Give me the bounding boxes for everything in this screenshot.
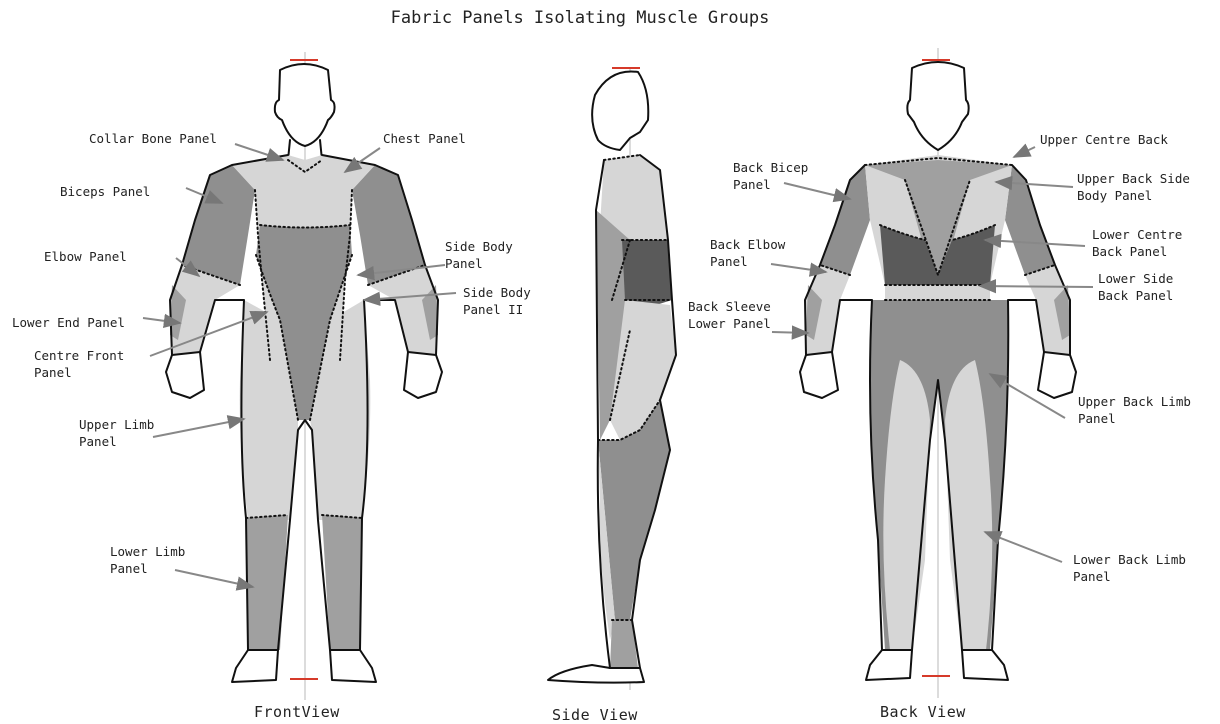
label-lower-end-panel: Lower End Panel <box>12 314 125 331</box>
label-side-body-panel: Side Body Panel <box>445 238 513 272</box>
label-back-bicep-panel: Back Bicep Panel <box>733 159 808 193</box>
label-chest-panel: Chest Panel <box>383 130 466 147</box>
label-lower-side-back-panel: Lower Side Back Panel <box>1098 270 1173 304</box>
back-view-figure <box>800 48 1076 698</box>
label-lower-back-limb-panel: Lower Back Limb Panel <box>1073 551 1186 585</box>
label-upper-back-limb-panel: Upper Back Limb Panel <box>1078 393 1191 427</box>
label-upper-centre-back: Upper Centre Back <box>1040 131 1168 148</box>
label-upper-limb-panel: Upper Limb Panel <box>79 416 154 450</box>
label-collar-bone-panel: Collar Bone Panel <box>89 130 217 147</box>
front-view-figure <box>166 52 442 700</box>
caption-side-view: Side View <box>552 706 638 724</box>
caption-front-view: FrontView <box>254 703 340 721</box>
label-elbow-panel: Elbow Panel <box>44 248 127 265</box>
label-biceps-panel: Biceps Panel <box>60 183 150 200</box>
label-back-elbow-panel: Back Elbow Panel <box>710 236 785 270</box>
label-upper-back-side-body-panel: Upper Back Side Body Panel <box>1077 170 1190 204</box>
label-side-body-panel-ii: Side Body Panel II <box>463 284 531 318</box>
label-centre-front-panel: Centre Front Panel <box>34 347 124 381</box>
label-lower-centre-back-panel: Lower Centre Back Panel <box>1092 226 1182 260</box>
diagram-title: Fabric Panels Isolating Muscle Groups <box>0 8 1160 28</box>
label-lower-limb-panel: Lower Limb Panel <box>110 543 185 577</box>
side-view-figure <box>548 68 676 690</box>
caption-back-view: Back View <box>880 703 966 721</box>
label-back-sleeve-lower-panel: Back Sleeve Lower Panel <box>688 298 771 332</box>
